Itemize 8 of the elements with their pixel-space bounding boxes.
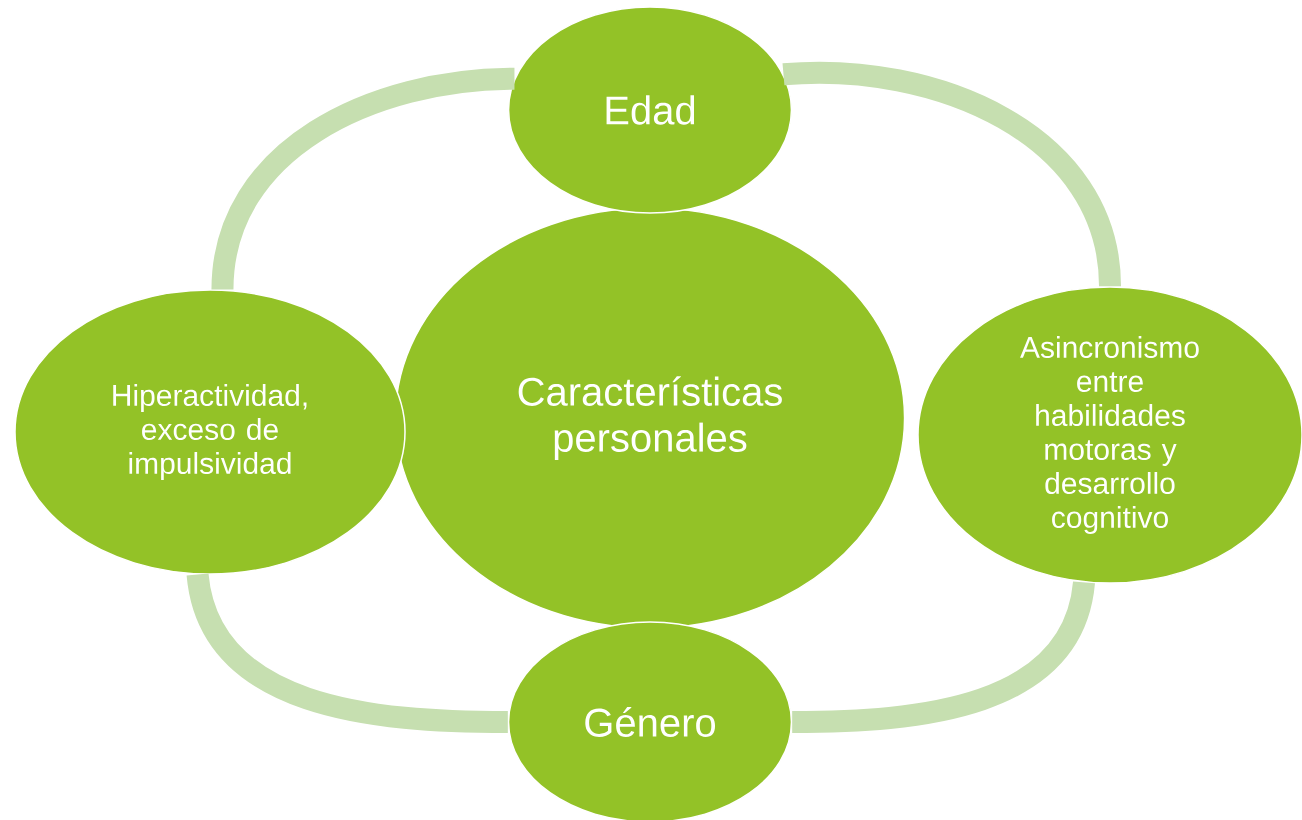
ring-arc bbox=[211, 67, 515, 291]
ring-arc bbox=[783, 61, 1121, 288]
ellipse-node: Edad bbox=[507, 6, 793, 214]
ellipse-node: Asincronismo entre habilidades motoras y desarrollo cognitivo bbox=[917, 286, 1302, 584]
ring-arc bbox=[792, 580, 1095, 733]
ellipse-node: Hiperactividad, exceso de impulsividad bbox=[14, 289, 406, 575]
ring-arc bbox=[186, 572, 508, 733]
ellipse-node: Género bbox=[507, 621, 793, 820]
